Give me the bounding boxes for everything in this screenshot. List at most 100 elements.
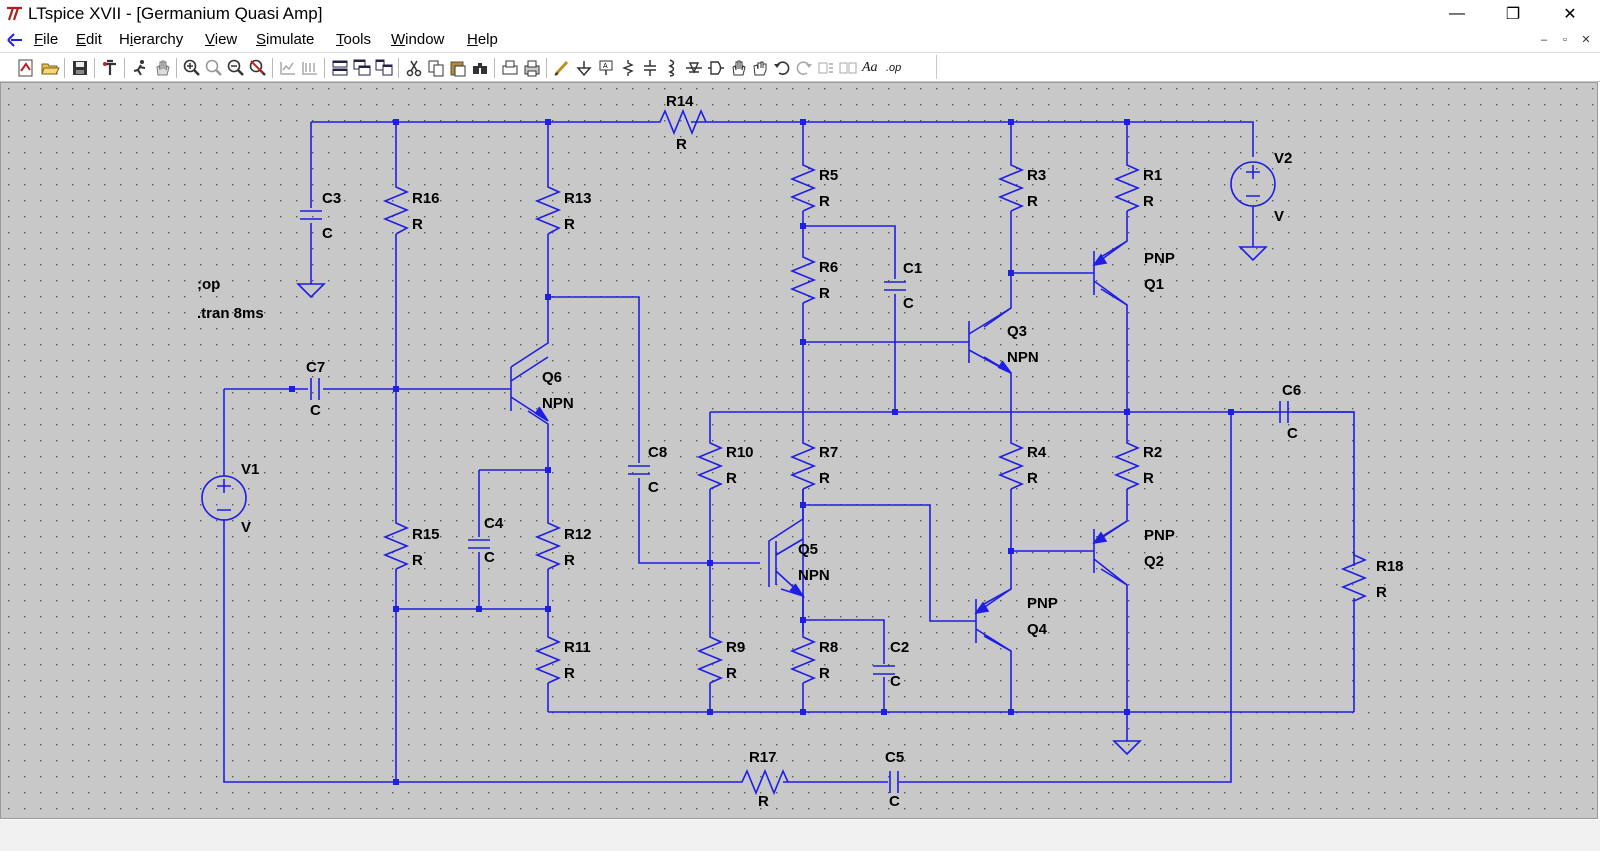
new-schematic-icon[interactable] [16, 58, 36, 78]
autorange-icon[interactable] [278, 58, 298, 78]
component-icon[interactable] [706, 58, 726, 78]
mdi-minimize-button[interactable]: – [1540, 34, 1548, 46]
drag-icon[interactable] [750, 58, 770, 78]
r14-value-label: R [676, 136, 687, 153]
capacitor-c4-symbol[interactable] [468, 539, 490, 549]
mirror-icon[interactable] [838, 58, 858, 78]
capacitor-c7-symbol[interactable] [310, 378, 320, 400]
move-icon[interactable] [728, 58, 748, 78]
copy-icon[interactable] [426, 58, 446, 78]
q3-model-label: NPN [1007, 349, 1039, 366]
resistor-r17-symbol[interactable] [738, 768, 789, 796]
resistor-r1-symbol[interactable] [1113, 161, 1141, 212]
zoom-out-icon[interactable] [226, 58, 246, 78]
halt-icon[interactable] [152, 58, 172, 78]
text-button[interactable]: Aa [862, 60, 878, 75]
run-icon[interactable] [130, 58, 150, 78]
resistor-r10-symbol[interactable] [696, 439, 724, 490]
mdi-close-button[interactable]: ✕ [1581, 34, 1591, 46]
r11-value-label: R [564, 665, 575, 682]
transistor-q3-symbol[interactable] [968, 307, 1012, 374]
resistor-r18-symbol[interactable] [1340, 551, 1368, 602]
transistor-q5-symbol[interactable] [775, 538, 806, 598]
menu-file[interactable]: File [34, 31, 59, 48]
undo-icon[interactable] [772, 58, 792, 78]
diode-icon[interactable] [684, 58, 704, 78]
r9-value-label: R [726, 665, 737, 682]
autorange-y-icon[interactable] [300, 58, 320, 78]
label-net-icon[interactable]: A [596, 58, 616, 78]
r5-value-label: R [819, 193, 830, 210]
resistor-r12-symbol[interactable] [534, 519, 562, 570]
schematic-canvas[interactable]: R14 R C3 C R16 R R13 R R5 R R3 R R1 R V2… [0, 82, 1598, 819]
capacitor-icon[interactable] [640, 58, 660, 78]
inductor-icon[interactable] [662, 58, 682, 78]
zoom-fit-icon[interactable] [248, 58, 268, 78]
cut-icon[interactable] [404, 58, 424, 78]
resistor-r14-symbol[interactable] [656, 108, 707, 136]
capacitor-c6-symbol[interactable] [1279, 401, 1289, 423]
resistor-r5-symbol[interactable] [789, 161, 817, 212]
capacitor-c8-symbol[interactable] [628, 465, 650, 475]
pan-icon[interactable] [204, 58, 224, 78]
resistor-r6-symbol[interactable] [789, 253, 817, 304]
menu-tools[interactable]: Tools [336, 31, 372, 48]
menu-hierarchy[interactable]: Hierarchy [119, 31, 184, 48]
resistor-r11-symbol[interactable] [534, 633, 562, 684]
resistor-r15-symbol[interactable] [382, 519, 410, 570]
resistor-r4-symbol[interactable] [997, 439, 1025, 490]
capacitor-c5-symbol[interactable] [889, 771, 899, 793]
tran-directive[interactable]: .tran 8ms [197, 305, 264, 322]
transistor-q2-symbol[interactable] [1092, 520, 1128, 586]
menu-view[interactable]: View [205, 31, 238, 48]
control-panel-icon[interactable] [100, 58, 120, 78]
zoom-in-icon[interactable] [182, 58, 202, 78]
v2-value-label: V [1274, 208, 1284, 225]
transistor-q4-symbol[interactable] [974, 588, 1012, 652]
paste-icon[interactable] [448, 58, 468, 78]
minimize-button[interactable]: — [1449, 5, 1465, 22]
rotate-icon[interactable] [816, 58, 836, 78]
print-icon[interactable] [522, 58, 542, 78]
menu-simulate[interactable]: Simulate [256, 31, 315, 48]
menu-help[interactable]: Help [467, 31, 498, 48]
draw-wire-icon[interactable] [552, 58, 572, 78]
find-icon[interactable] [470, 58, 490, 78]
capacitor-c1-symbol[interactable] [884, 281, 906, 291]
voltage-source-v2-symbol[interactable] [1230, 161, 1276, 207]
resistor-r16-symbol[interactable] [382, 183, 410, 235]
resistor-r9-symbol[interactable] [696, 633, 724, 684]
tile-vertical-icon[interactable] [374, 58, 394, 78]
q6-name-label: Q6 [542, 369, 562, 386]
capacitor-c3-symbol[interactable] [300, 210, 322, 220]
print-setup-icon[interactable] [500, 58, 520, 78]
redo-icon[interactable] [794, 58, 814, 78]
resistor-icon[interactable] [618, 58, 638, 78]
op-directive[interactable]: ;op [197, 276, 220, 293]
capacitor-c2-symbol[interactable] [873, 665, 895, 675]
close-button[interactable]: ✕ [1563, 6, 1577, 23]
resistor-r13-symbol[interactable] [534, 183, 562, 235]
cascade-icon[interactable] [352, 58, 372, 78]
ground-icon[interactable] [574, 58, 594, 78]
open-icon[interactable] [40, 58, 60, 78]
menu-window[interactable]: Window [391, 31, 445, 48]
r8-name-label: R8 [819, 639, 838, 656]
c7-value-label: C [310, 402, 321, 419]
resistor-r3-symbol[interactable] [997, 161, 1025, 212]
resistor-r7-symbol[interactable] [789, 439, 817, 490]
mdi-restore-button[interactable]: ▫ [1563, 34, 1567, 46]
restore-button[interactable]: ❐ [1505, 6, 1521, 23]
resistor-r2-symbol[interactable] [1113, 439, 1141, 490]
document-menu-icon[interactable] [6, 31, 24, 49]
menu-edit[interactable]: Edit [76, 31, 102, 48]
voltage-source-v1-symbol[interactable] [201, 475, 247, 521]
save-icon[interactable] [70, 58, 90, 78]
transistor-q6-symbol[interactable] [510, 356, 549, 422]
r4-name-label: R4 [1027, 444, 1047, 461]
r13-value-label: R [564, 216, 575, 233]
spice-directive-button[interactable]: .op [886, 62, 902, 74]
tile-horizontal-icon[interactable] [330, 58, 350, 78]
transistor-q1-symbol[interactable] [1092, 240, 1128, 306]
resistor-r8-symbol[interactable] [789, 633, 817, 684]
